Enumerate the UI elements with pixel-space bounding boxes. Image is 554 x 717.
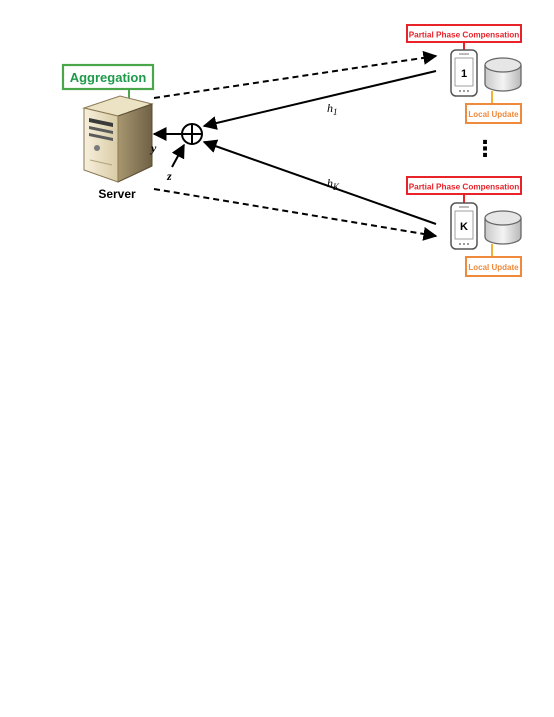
uplink-arrow-1 — [202, 70, 437, 130]
downlink-arrow-1 — [153, 50, 438, 99]
database-icon-1 — [484, 57, 522, 92]
server-label: Server — [98, 187, 136, 201]
channel-label-k: hK — [327, 176, 340, 192]
update-label-k: Local Update — [468, 263, 519, 272]
devices-ellipsis: ⋮ — [474, 137, 496, 162]
device-k: Partial Phase Compensation K Local Updat… — [406, 176, 522, 277]
channel-label-1: h1 — [327, 101, 338, 117]
phone-icon-1: 1 — [450, 49, 478, 97]
update-label-1: Local Update — [468, 110, 519, 119]
aggregation-label: Aggregation — [70, 70, 147, 85]
aggregation-box: Aggregation — [61, 63, 155, 91]
uplink-arrow-k — [202, 139, 437, 225]
compensation-label-k: Partial Phase Compensation — [409, 183, 520, 192]
device-id-1: 1 — [461, 68, 467, 80]
noise-symbol: z — [166, 169, 172, 183]
downlink-arrow-k — [153, 188, 438, 241]
noise-arrow — [171, 143, 185, 168]
device-1: Partial Phase Compensation 1 Local Updat… — [406, 24, 522, 124]
compensation-label-1: Partial Phase Compensation — [409, 31, 520, 40]
phone-icon-k: K — [450, 202, 478, 250]
server-icon — [82, 95, 154, 183]
device-id-k: K — [460, 221, 468, 233]
output-symbol: y — [149, 141, 157, 155]
sum-node — [181, 123, 203, 145]
database-icon-k — [484, 210, 522, 245]
